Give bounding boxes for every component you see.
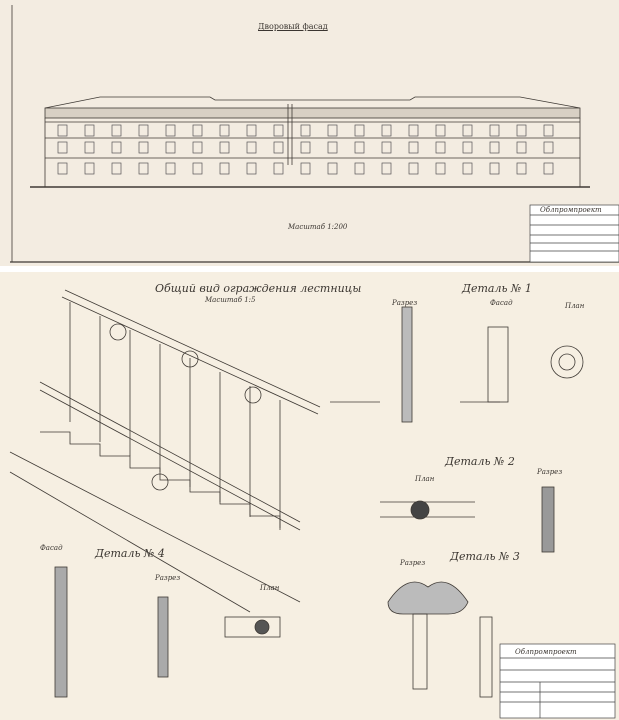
facade-window — [543, 124, 554, 137]
facade-window — [192, 124, 203, 137]
detail-4-plan: План — [260, 584, 280, 592]
facade-window — [543, 162, 554, 175]
facade-window — [111, 162, 122, 175]
facade-window — [516, 141, 527, 154]
facade-window — [435, 162, 446, 175]
facade-window — [219, 141, 230, 154]
facade-window — [273, 162, 284, 175]
detail-3-label: Деталь № 3 — [450, 550, 520, 563]
detail-4-label: Деталь № 4 — [95, 547, 165, 560]
facade-window — [354, 124, 365, 137]
facade-sheet: Дворовый фасад Масштаб 1:200 Облпромпрое… — [0, 0, 619, 266]
facade-window — [516, 124, 527, 137]
facade-window — [327, 124, 338, 137]
facade-window — [84, 162, 95, 175]
facade-window — [381, 141, 392, 154]
facade-window — [327, 141, 338, 154]
facade-window — [489, 141, 500, 154]
facade-window — [84, 141, 95, 154]
facade-window — [246, 141, 257, 154]
detail-3-section: Разрез — [400, 559, 426, 567]
facade-window — [435, 124, 446, 137]
facade-window — [516, 162, 527, 175]
facade-window — [408, 124, 419, 137]
facade-window — [165, 124, 176, 137]
facade-scale: Масштаб 1:200 — [288, 223, 348, 231]
facade-window — [57, 162, 68, 175]
facade-window — [381, 162, 392, 175]
facade-window — [138, 124, 149, 137]
detail-2-plan: План — [415, 475, 435, 483]
facade-window — [57, 124, 68, 137]
facade-window — [462, 141, 473, 154]
railing-scale: Масштаб 1:5 — [205, 296, 256, 304]
facade-window — [354, 162, 365, 175]
detail-4-facade: Фасад — [40, 544, 63, 552]
facade-title: Дворовый фасад — [258, 22, 328, 31]
title-block-organization: Облпромпроект — [540, 206, 602, 214]
facade-window — [219, 162, 230, 175]
facade-drawing — [10, 5, 619, 263]
facade-window — [462, 162, 473, 175]
facade-window — [408, 162, 419, 175]
facade-window — [408, 141, 419, 154]
facade-window — [300, 124, 311, 137]
facade-window — [273, 141, 284, 154]
facade-window — [489, 162, 500, 175]
title-block-organization: Облпромпроект — [515, 648, 577, 656]
facade-window — [165, 162, 176, 175]
detail-2-label: Деталь № 2 — [445, 455, 515, 468]
railing-title: Общий вид ограждения лестницы — [155, 282, 362, 295]
facade-window — [489, 124, 500, 137]
railing-sheet: Общий вид ограждения лестницы Масштаб 1:… — [0, 272, 619, 720]
facade-window — [381, 124, 392, 137]
facade-window — [300, 162, 311, 175]
facade-window — [84, 124, 95, 137]
facade-window — [273, 124, 284, 137]
facade-window — [192, 162, 203, 175]
facade-window — [246, 124, 257, 137]
facade-window — [327, 162, 338, 175]
facade-window — [543, 141, 554, 154]
facade-window — [138, 162, 149, 175]
detail-4-section: Разрез — [155, 574, 181, 582]
facade-window — [192, 141, 203, 154]
facade-window — [111, 141, 122, 154]
facade-window — [435, 141, 446, 154]
detail-2-section: Разрез — [537, 468, 563, 476]
facade-window — [138, 141, 149, 154]
facade-window — [462, 124, 473, 137]
detail-1-plan: План — [565, 302, 585, 310]
facade-window — [219, 124, 230, 137]
facade-window — [165, 141, 176, 154]
facade-window — [57, 141, 68, 154]
facade-window — [300, 141, 311, 154]
detail-1-section: Разрез — [392, 299, 418, 307]
facade-window — [246, 162, 257, 175]
detail-1-label: Деталь № 1 — [462, 282, 532, 295]
detail-1-facade: Фасад — [490, 299, 513, 307]
facade-window — [111, 124, 122, 137]
facade-window — [354, 141, 365, 154]
railing-drawing — [9, 289, 616, 719]
